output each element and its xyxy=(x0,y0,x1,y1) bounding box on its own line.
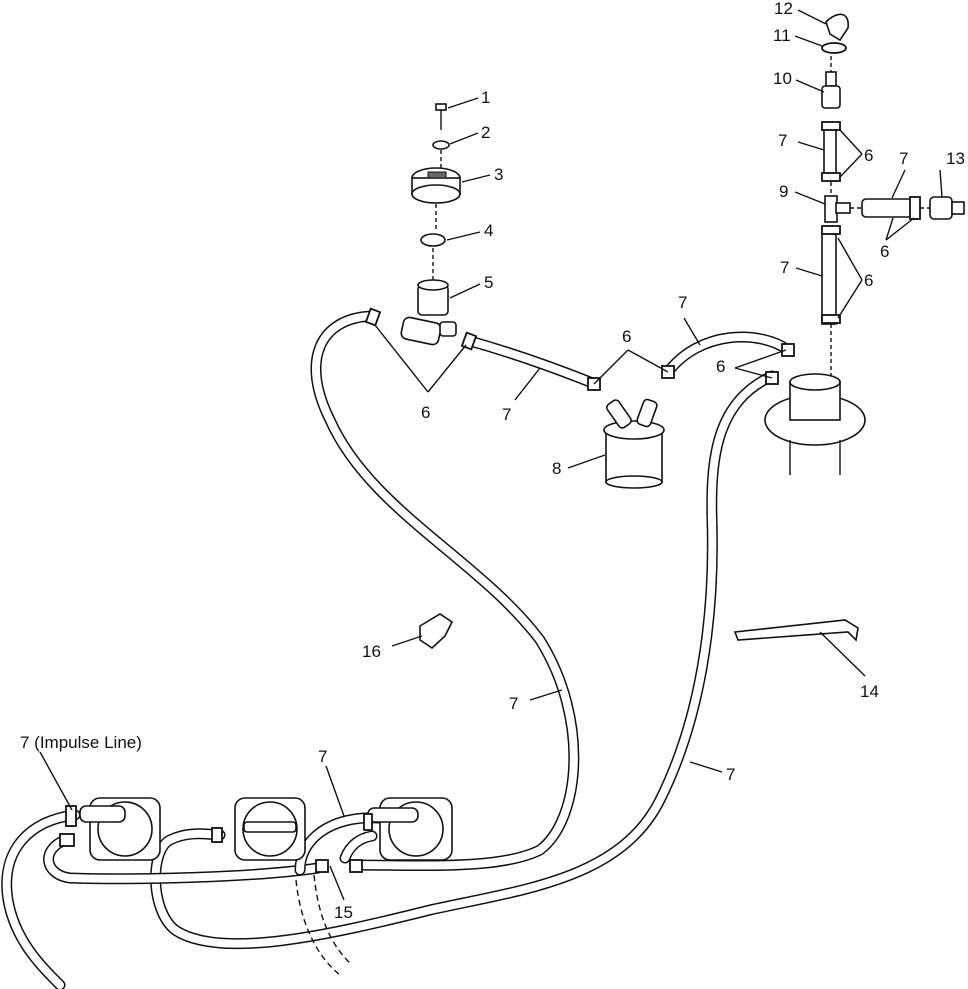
part-labels: 1 2 3 4 5 6 7 6 7 6 8 12 11 10 7 6 7 13 … xyxy=(20,0,965,922)
label-part-6-stack-lower: 6 xyxy=(864,271,873,290)
label-part-7-side: 7 xyxy=(899,149,908,168)
label-part-13: 13 xyxy=(946,149,965,168)
fuel-filter xyxy=(587,343,795,489)
label-part-7-stack-lower: 7 xyxy=(780,258,789,277)
carburetors xyxy=(59,797,453,873)
cap-and-fitting xyxy=(364,103,478,351)
label-part-6-left: 6 xyxy=(421,403,430,422)
bracket-and-clip xyxy=(419,613,859,650)
label-part-8: 8 xyxy=(552,459,561,478)
label-part-7-left-hose: 7 xyxy=(502,405,511,424)
label-part-7-stack-top: 7 xyxy=(778,131,787,150)
label-part-7-impulse-line: 7 (Impulse Line) xyxy=(20,733,142,752)
leader-lines xyxy=(39,9,943,901)
label-part-6-filter: 6 xyxy=(622,327,631,346)
label-part-6-tank: 6 xyxy=(716,357,725,376)
label-part-10: 10 xyxy=(773,69,792,88)
label-part-15: 15 xyxy=(334,903,353,922)
label-part-14: 14 xyxy=(860,682,879,701)
label-part-7-right-hose: 7 xyxy=(726,765,735,784)
label-part-6-stack-top: 6 xyxy=(864,146,873,165)
label-part-11: 11 xyxy=(773,26,791,45)
label-part-16: 16 xyxy=(362,642,381,661)
label-part-6-side: 6 xyxy=(880,242,889,261)
label-part-12: 12 xyxy=(774,0,793,18)
tank-sender-flange xyxy=(764,373,866,475)
label-part-7-filter-top: 7 xyxy=(678,293,687,312)
label-part-7-middle-hose: 7 xyxy=(509,694,518,713)
vent-assembly xyxy=(821,13,965,380)
label-part-5: 5 xyxy=(484,273,493,292)
label-part-3: 3 xyxy=(494,165,503,184)
label-part-1: 1 xyxy=(481,88,490,107)
label-part-2: 2 xyxy=(481,123,490,142)
label-part-7-carb: 7 xyxy=(318,747,327,766)
label-part-9: 9 xyxy=(779,182,788,201)
label-part-4: 4 xyxy=(484,221,493,240)
